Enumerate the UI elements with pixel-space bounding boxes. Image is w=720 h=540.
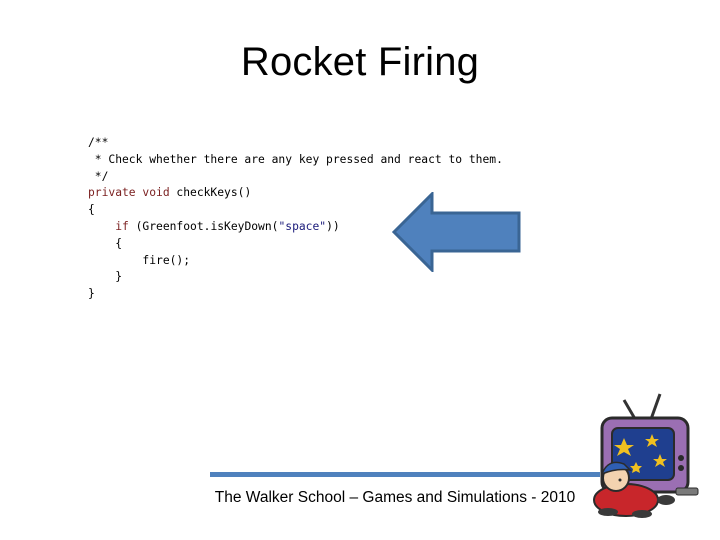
code-line: private void checkKeys() (88, 185, 503, 202)
code-text: */ (88, 169, 109, 183)
code-line: if (Greenfoot.isKeyDown("space")) (88, 219, 503, 236)
code-keyword: if (115, 219, 129, 233)
code-text: { (88, 236, 123, 250)
code-line: fire(); (88, 253, 503, 270)
code-text: checkKeys() (169, 186, 252, 200)
code-line: } (88, 269, 503, 286)
code-line: } (88, 286, 503, 303)
television-character-icon (593, 393, 699, 518)
code-text: * Check whether there are any key presse… (88, 152, 503, 166)
code-text: (Greenfoot.isKeyDown( (128, 219, 279, 233)
code-line: { (88, 236, 503, 253)
code-line: /** (88, 135, 503, 152)
slide-title: Rocket Firing (240, 40, 480, 84)
footer-text: The Walker School – Games and Simulation… (214, 489, 576, 506)
code-line: */ (88, 169, 503, 186)
code-text: } (88, 270, 123, 284)
code-text: { (88, 203, 95, 217)
code-block: /** * Check whether there are any key pr… (88, 135, 503, 303)
code-text: } (88, 287, 95, 301)
code-text: fire(); (88, 253, 191, 267)
left-arrow-icon (392, 192, 521, 272)
footer-divider (210, 472, 600, 477)
code-text: /** (88, 136, 109, 149)
code-keyword: private void (88, 186, 170, 200)
code-text (88, 220, 115, 233)
code-line: { (88, 202, 503, 219)
code-text: )) (326, 219, 340, 233)
code-line: * Check whether there are any key presse… (88, 152, 503, 169)
code-string: "space" (278, 219, 327, 233)
